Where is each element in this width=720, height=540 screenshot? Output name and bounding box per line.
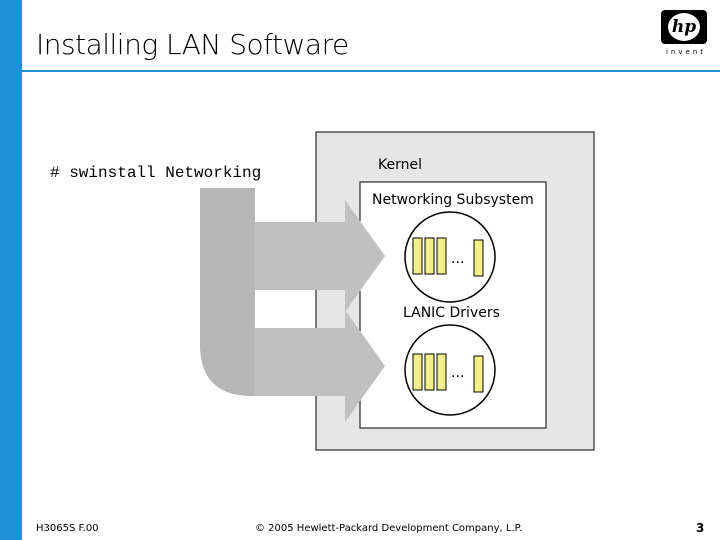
driver-module — [412, 353, 423, 391]
install-arrow-stem — [200, 188, 255, 396]
subsystem-circle — [404, 211, 496, 303]
drivers-ellipsis: ... — [451, 365, 464, 381]
subsystem-module — [424, 237, 435, 275]
lanic-drivers-label: LANIC Drivers — [403, 305, 500, 321]
subsystem-module — [412, 237, 423, 275]
drivers-circle — [404, 324, 496, 416]
driver-module — [424, 353, 435, 391]
drivers-module-group: ... — [404, 324, 496, 416]
subsystem-module — [436, 237, 447, 275]
course-code: H3065S F.00 — [36, 523, 99, 534]
networking-subsystem-label: Networking Subsystem — [372, 192, 534, 208]
install-command: # swinstall Networking — [50, 164, 262, 182]
slide-title: Installing LAN Software — [36, 28, 349, 61]
kernel-label: Kernel — [378, 157, 422, 173]
hp-logo-mark: hp — [668, 13, 700, 41]
left-accent-bar — [0, 0, 22, 540]
page-number: 3 — [696, 521, 705, 535]
subsystem-module-group: ... — [404, 211, 496, 303]
subsystem-ellipsis: ... — [451, 251, 464, 267]
hp-logo-tagline: invent — [665, 48, 706, 56]
install-arrows — [200, 188, 385, 422]
driver-module — [473, 355, 484, 393]
hp-logo-badge: hp — [661, 10, 707, 44]
title-divider — [22, 70, 720, 72]
copyright-notice: © 2005 Hewlett-Packard Development Compa… — [255, 523, 523, 534]
subsystem-module — [473, 239, 484, 277]
hp-logo: hp invent — [655, 10, 715, 60]
driver-module — [436, 353, 447, 391]
